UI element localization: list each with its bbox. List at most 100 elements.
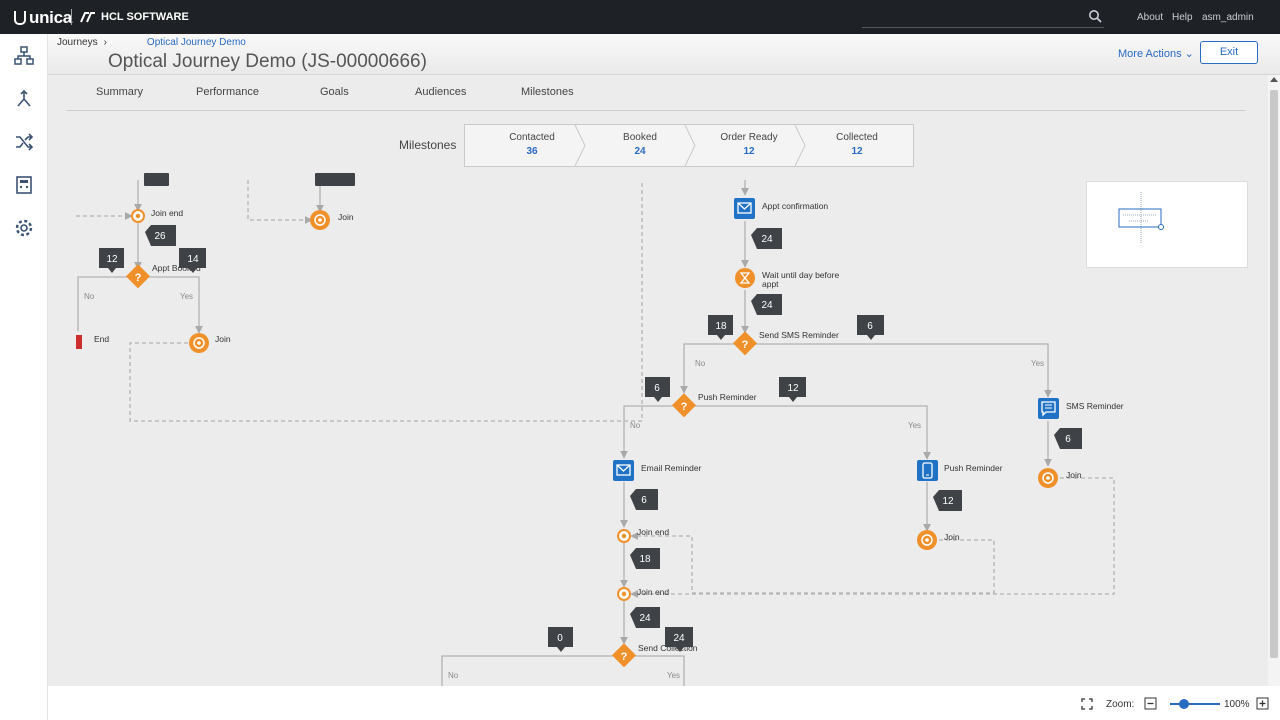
hcl-logo: HCL SOFTWARE (80, 11, 189, 23)
tab-audiences[interactable]: Audiences (415, 86, 467, 98)
gear-icon[interactable] (14, 218, 34, 238)
exit-button[interactable]: Exit (1200, 41, 1258, 64)
branch-label-yes: Yes (180, 292, 193, 301)
journey-canvas[interactable]: Summary Performance Goals Audiences Mile… (48, 75, 1268, 686)
zoom-label: Zoom: (1106, 699, 1135, 710)
tab-performance[interactable]: Performance (196, 86, 259, 98)
node-label: End (94, 334, 109, 344)
page-scrollbar[interactable] (1268, 75, 1280, 686)
svg-text:24: 24 (761, 234, 773, 245)
svg-text:0: 0 (557, 633, 563, 644)
push-action-node[interactable] (917, 460, 938, 481)
branch-label-no: No (695, 359, 706, 368)
milestones-label: Milestones (399, 138, 457, 152)
user-menu[interactable]: asm_admin (1202, 12, 1254, 23)
calculator-icon[interactable] (14, 175, 34, 195)
join-node[interactable] (917, 530, 937, 550)
zoom-out-icon[interactable] (1144, 697, 1157, 710)
milestone-value: 12 (743, 146, 755, 157)
milestone-value: 24 (634, 146, 646, 157)
tab-summary[interactable]: Summary (96, 86, 144, 98)
node-label: Send SMS Reminder (759, 330, 839, 340)
svg-text:12: 12 (942, 496, 954, 507)
brand-divider (71, 9, 72, 25)
about-link[interactable]: About (1137, 12, 1164, 23)
milestone-collected[interactable]: Collected 12 (802, 125, 912, 166)
svg-text:24: 24 (639, 613, 651, 624)
svg-text:?: ? (621, 651, 628, 663)
scroll-up-arrow-icon[interactable] (1270, 77, 1278, 82)
join-node[interactable] (189, 333, 209, 353)
join-node[interactable] (310, 210, 330, 230)
join-end-node[interactable] (617, 529, 631, 543)
svg-text:14: 14 (187, 254, 199, 265)
node-label: Email Reminder (641, 463, 702, 473)
svg-text:24: 24 (673, 633, 685, 644)
tab-milestones[interactable]: Milestones (521, 86, 574, 98)
journey-tabs: Summary Performance Goals Audiences Mile… (66, 75, 1246, 111)
merge-icon[interactable] (14, 89, 34, 109)
node-label: Join (338, 212, 354, 222)
branch-label-no: No (84, 292, 95, 301)
chevron-right-icon: › (103, 37, 107, 48)
milestone-booked[interactable]: Booked 24 (585, 125, 695, 166)
milestone-order-ready[interactable]: Order Ready 12 (694, 125, 804, 166)
svg-text:26: 26 (154, 231, 166, 242)
svg-text:6: 6 (654, 383, 660, 394)
svg-text:?: ? (742, 339, 749, 351)
milestone-bar: Contacted 36 Booked 24 Order Ready 12 Co… (464, 124, 914, 167)
more-actions-label: More Actions (1118, 48, 1182, 60)
join-node[interactable] (1038, 468, 1058, 488)
hcl-logo-icon (80, 11, 95, 22)
milestone-label: Collected (836, 132, 878, 143)
more-actions-menu[interactable]: More Actions ⌄ (1118, 47, 1194, 60)
branch-label-yes: Yes (908, 421, 921, 430)
count-badge: 26 12 14 24 24 18 6 6 12 6 6 12 18 24 0 … (99, 173, 1082, 652)
global-search-input[interactable] (862, 8, 1104, 28)
decision-node[interactable]: ? (611, 643, 637, 668)
decision-node[interactable]: ? (125, 264, 151, 289)
email-action-node[interactable] (613, 460, 634, 481)
join-end-node[interactable] (617, 587, 631, 601)
unica-logo[interactable]: unica (14, 8, 72, 28)
zoom-in-icon[interactable] (1256, 697, 1269, 710)
tab-goals[interactable]: Goals (320, 86, 349, 98)
join-end-node[interactable] (131, 209, 145, 223)
zoom-slider-handle[interactable] (1179, 699, 1189, 709)
company-name: HCL SOFTWARE (101, 11, 189, 23)
end-node[interactable] (76, 335, 82, 349)
milestone-label: Contacted (509, 132, 555, 143)
breadcrumb-current[interactable]: Optical Journey Demo (146, 37, 246, 48)
wait-node[interactable] (735, 268, 755, 288)
decision-node[interactable]: ? (671, 393, 697, 418)
svg-text:18: 18 (639, 554, 651, 565)
shuffle-icon[interactable] (14, 132, 34, 152)
node-label: Join end (637, 527, 669, 537)
page-title: Optical Journey Demo (JS-00000666) (108, 51, 427, 72)
help-link[interactable]: Help (1172, 12, 1193, 23)
node-label: Join (215, 334, 231, 344)
breadcrumb: Journeys › Optical Journey Demo (57, 37, 246, 48)
branch-label-no: No (630, 421, 641, 430)
node-label: Join (944, 532, 960, 542)
zoom-slider[interactable] (1170, 703, 1220, 705)
hierarchy-icon[interactable] (14, 46, 34, 66)
milestone-value: 36 (526, 146, 538, 157)
branch-label-yes: Yes (1031, 359, 1044, 368)
milestone-label: Booked (623, 132, 657, 143)
svg-text:12: 12 (787, 383, 799, 394)
minimap[interactable] (1087, 182, 1247, 267)
decision-node[interactable]: ? (732, 331, 758, 356)
milestone-label: Order Ready (720, 132, 778, 143)
fit-to-screen-icon[interactable] (1081, 698, 1093, 710)
sms-action-node[interactable] (1038, 398, 1059, 419)
breadcrumb-journeys[interactable]: Journeys (57, 37, 98, 48)
search-icon[interactable] (1088, 9, 1102, 23)
milestone-contacted[interactable]: Contacted 36 (477, 125, 587, 166)
node-label: Send Collection (638, 643, 698, 653)
node-label: Appt Booked (152, 263, 201, 273)
page-scrollbar-thumb[interactable] (1270, 90, 1278, 658)
chevron-down-icon: ⌄ (1184, 48, 1194, 60)
milestone-chevrons (574, 125, 806, 166)
email-action-node[interactable] (734, 198, 755, 219)
